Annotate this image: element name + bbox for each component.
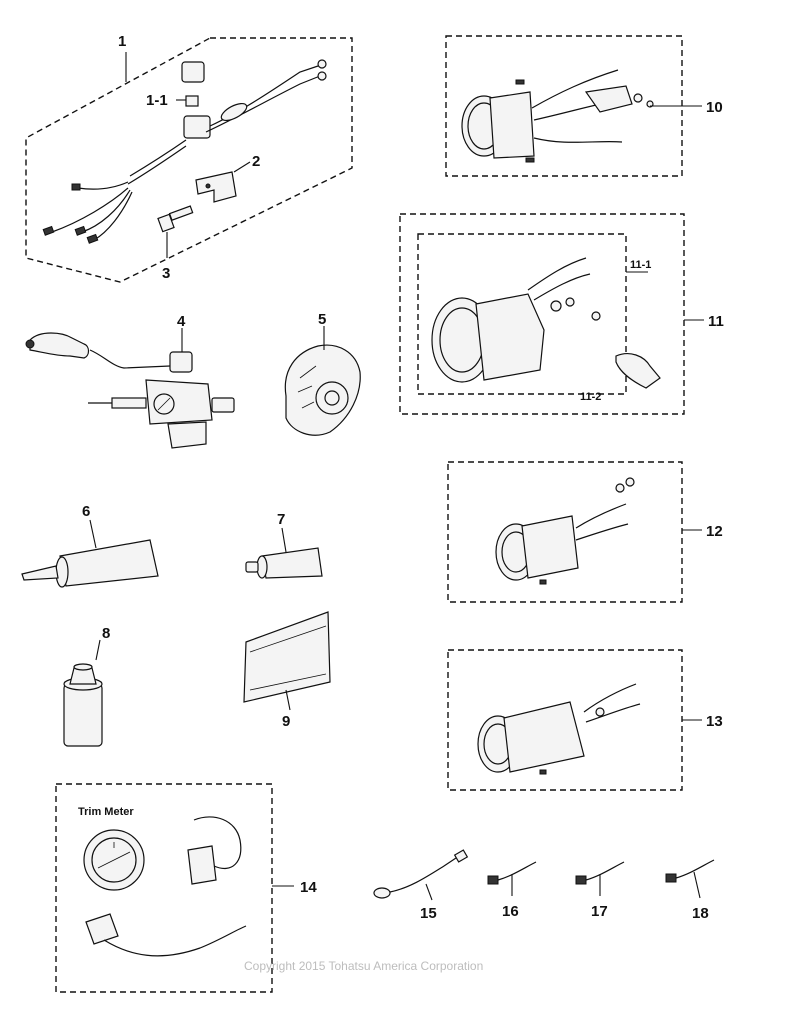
item-16-wire-lead: 16 [487, 861, 537, 920]
item-18-wire-lead: 18 [665, 859, 715, 922]
callout-9: 9 [282, 713, 290, 730]
callout-2: 2 [252, 153, 260, 170]
callout-13: 13 [706, 713, 723, 730]
item-11-gauge-kit: 11-1 11 11-2 [399, 213, 724, 415]
item-7-small-tube: 7 [245, 511, 323, 579]
item-4-trim-switch: 4 [25, 313, 235, 449]
callout-11-2: 11-2 [580, 391, 601, 403]
item-17-wire-lead: 17 [575, 861, 625, 920]
item-6-grease-tube: 6 [21, 503, 159, 588]
item-12-gauge-kit: 12 [447, 461, 723, 603]
callout-8: 8 [102, 625, 110, 642]
item-10-gauge-kit: 10 [445, 35, 723, 177]
callout-15: 15 [420, 905, 437, 922]
callout-1: 1 [118, 33, 126, 50]
callout-16: 16 [502, 903, 519, 920]
callout-11-1: 11-1 [630, 259, 651, 271]
item-2-bracket: 2 [195, 153, 260, 203]
item-14-trim-meter-kit: Trim Meter 14 [55, 783, 317, 993]
callout-10: 10 [706, 99, 723, 116]
callout-5: 5 [318, 311, 326, 328]
item-13-gauge-kit: 13 [447, 649, 723, 791]
callout-12: 12 [706, 523, 723, 540]
callout-18: 18 [692, 905, 709, 922]
trim-meter-label: Trim Meter [78, 806, 134, 818]
callout-4: 4 [177, 313, 186, 330]
callout-17: 17 [591, 903, 608, 920]
callout-14: 14 [300, 879, 317, 896]
callout-6: 6 [82, 503, 90, 520]
item-15-wire-lead: 15 [373, 849, 469, 922]
callout-3: 3 [162, 265, 170, 282]
item-3-bolt: 3 [157, 205, 194, 282]
item-5-bracket-dial: 5 [284, 311, 361, 436]
copyright-notice: Copyright 2015 Tohatsu America Corporati… [244, 959, 483, 973]
item-1-wiring-harness: 1 1-1 [25, 33, 353, 283]
callout-7: 7 [277, 511, 285, 528]
callout-11: 11 [708, 313, 724, 330]
item-8-spray-can: 8 [63, 625, 110, 747]
item-9-packet: 9 [243, 611, 331, 730]
callout-1-1: 1-1 [146, 92, 168, 109]
